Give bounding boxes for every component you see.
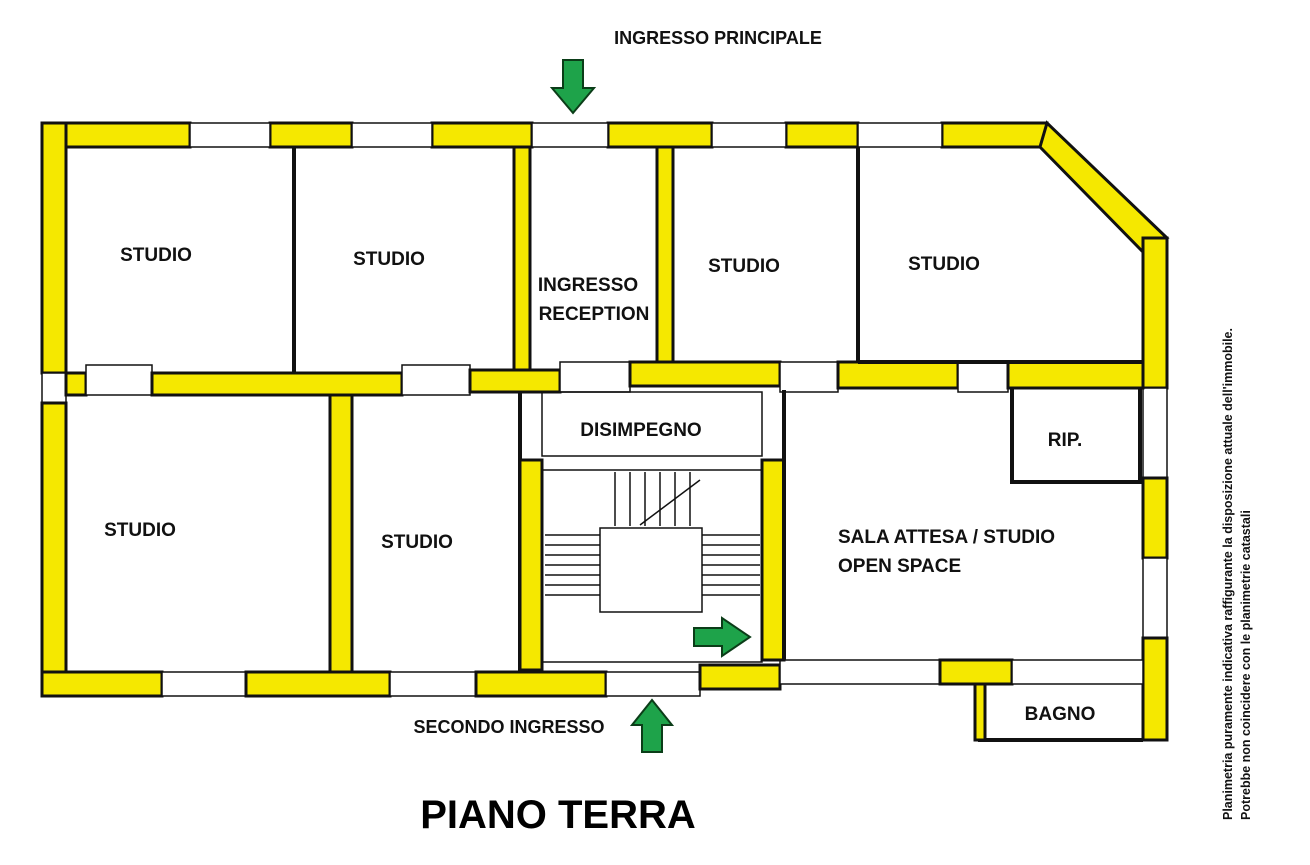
stair-treads [545,472,760,596]
room-label-reception: RECEPTION [539,304,650,325]
disclaimer-note: Planimetria puramente indicativa raffigu… [1221,328,1253,820]
room-label-studio-4: STUDIO [908,254,980,275]
room-label-studio-2: STUDIO [353,249,425,270]
outer-walls [40,120,1170,742]
interior-walls [64,145,1145,674]
room-label-bagno: BAGNO [1025,704,1096,725]
staircase [541,469,763,663]
arrow-right-icon [693,616,752,658]
disclaimer-line-1: Planimetria puramente indicativa raffigu… [1221,328,1235,820]
arrow-up-icon [629,698,675,753]
room-label-ingresso: INGRESSO [538,275,638,296]
room-label-studio-6: STUDIO [381,532,453,553]
room-label-sala-attesa: SALA ATTESA / STUDIO [838,527,1055,548]
room-label-studio-5: STUDIO [104,520,176,541]
plan-title: PIANO TERRA [420,793,696,837]
arrow-down-icon [549,59,597,115]
room-label-rip: RIP. [1048,430,1083,451]
secondary-entrance-label: SECONDO INGRESSO [413,717,604,737]
room-label-studio-1: STUDIO [120,245,192,266]
room-label-open-space: OPEN SPACE [838,556,961,577]
room-label-disimpegno: DISIMPEGNO [580,420,701,441]
main-entrance-label: INGRESSO PRINCIPALE [614,28,822,48]
disclaimer-line-2: Potrebbe non coincidere con le planimetr… [1239,510,1253,820]
room-label-studio-3: STUDIO [708,256,780,277]
